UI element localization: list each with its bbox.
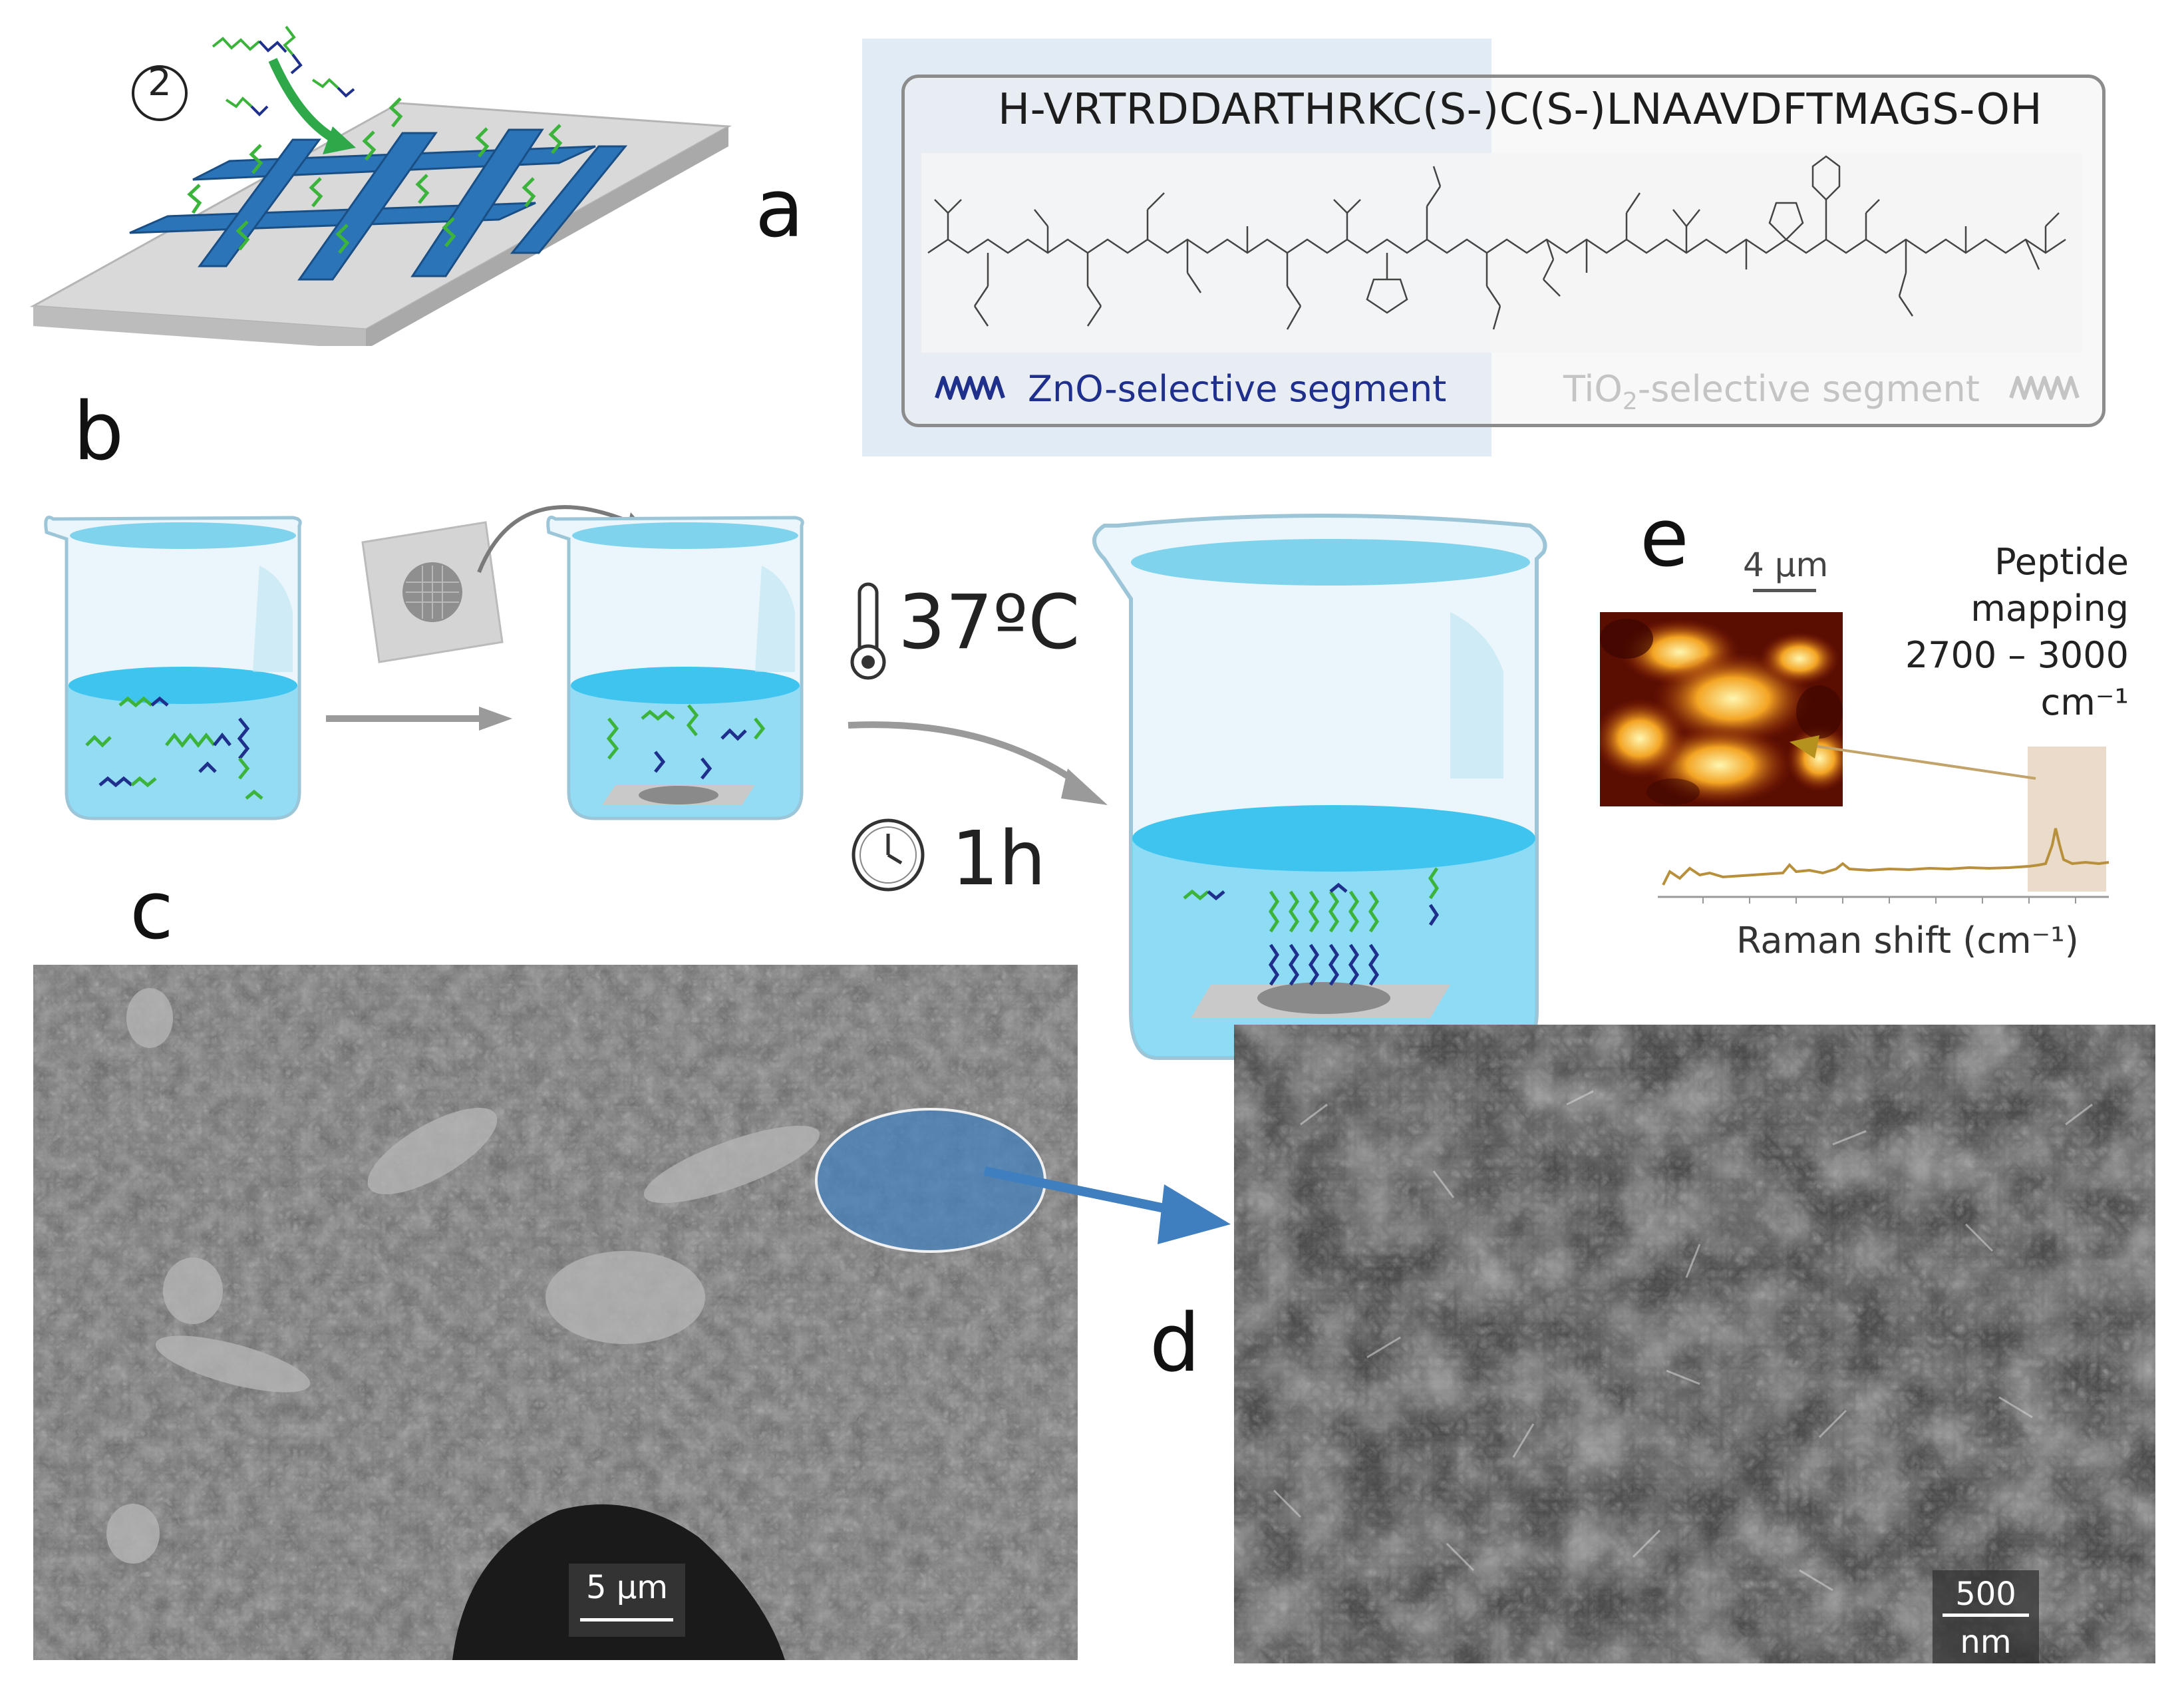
raman-scale-label: 4 µm [1743,546,1829,584]
peak-to-map-arrow [1790,735,2036,780]
thermometer-icon [850,582,886,680]
raman-spectrum [1658,828,2109,904]
raman-map-image [1600,612,1843,806]
sem-d-scale-bar [1933,1570,2039,1663]
raman-scale-bar [1753,589,1816,592]
panel-label-b: b [73,386,124,478]
beaker-incubation [1092,514,1547,1060]
zoom-arrow [983,1166,1231,1244]
sem-c-scale-label: 5 µm [585,1569,669,1606]
step-number: 2 [148,61,172,104]
mapping-title: Peptide mapping [1970,541,2129,630]
sem-d-scale-line [1943,1614,2029,1617]
sem-c-scale-bar [569,1564,685,1637]
structure-area [921,153,2082,353]
raman-mapping-legend: Peptide mapping 2700 – 3000 cm⁻¹ [1863,539,2129,726]
tio2-label-suffix: -selective segment [1637,368,1980,410]
panel-label-a: a [755,163,804,255]
peptide-sequence: H-VRTRDDARTHRKC(S-)C(S-)LNAAVDFTMAGS-OH [998,85,2043,134]
clock-icon [852,818,925,892]
tio2-label-prefix: TiO [1563,368,1623,410]
beaker-substrate-immersed [546,516,804,820]
tio2-label-subscript: 2 [1622,387,1638,415]
zno-wave-icon [935,376,1005,400]
raman-peak-region [2028,747,2106,892]
time-label: 1h [951,816,1046,902]
sem-d-scale-value: 500 [1955,1576,2016,1613]
peptide-skeletal-structure [927,155,2066,330]
patterned-substrate [29,25,732,346]
raman-axis-label: Raman shift (cm⁻¹) [1736,920,2079,961]
sem-image-d [1234,1025,2155,1663]
sem-c-scale-line [580,1618,673,1621]
sem-image-c [33,965,1078,1660]
substrate-sample-icon [361,521,504,663]
panel-label-c: c [130,865,174,957]
tio2-wave-icon [2009,376,2080,400]
process-arrow-2 [848,721,1108,805]
beaker-peptide-solution [44,516,302,820]
temperature-label: 37ºC [898,580,1080,666]
panel-label-d: d [1150,1297,1201,1390]
tio2-segment-label: TiO2-selective segment [1563,371,1980,414]
mapping-range-unit: cm⁻¹ [2040,681,2129,723]
zno-segment-label: ZnO-selective segment [1028,368,1447,410]
mapping-range: 2700 – 3000 [1905,634,2129,677]
panel-label-e: e [1640,492,1689,585]
process-arrow-1 [326,707,512,731]
sem-d-scale-unit: nm [1960,1623,2012,1661]
